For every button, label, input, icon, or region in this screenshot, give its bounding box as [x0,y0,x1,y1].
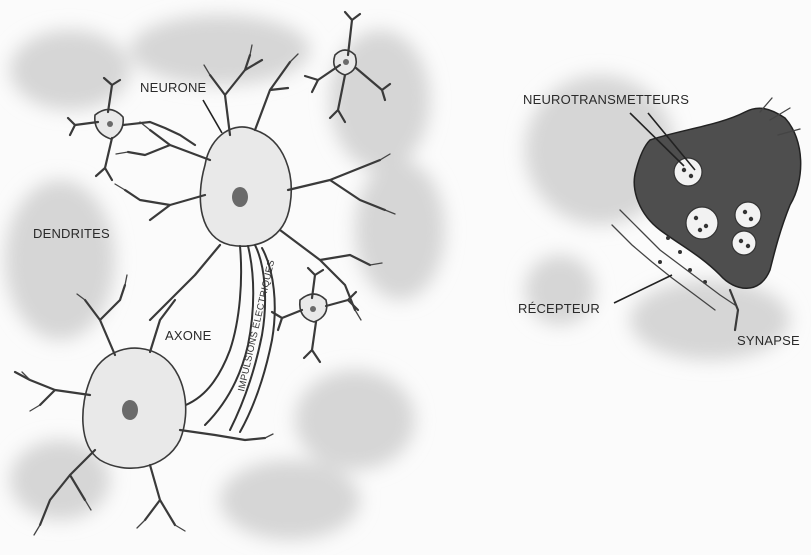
label-recepteur: RÉCEPTEUR [518,301,600,316]
label-impulsions-electriques: IMPULSIONS ÉLECTRIQUES [236,259,277,393]
small-neuron-right [272,268,358,362]
label-neurone: NEURONE [140,80,207,95]
label-dendrites: DENDRITES [33,226,110,241]
label-axone: AXONE [165,328,212,343]
label-synapse: SYNAPSE [737,333,800,348]
label-neurotransmetteurs: NEUROTRANSMETTEURS [523,92,689,107]
